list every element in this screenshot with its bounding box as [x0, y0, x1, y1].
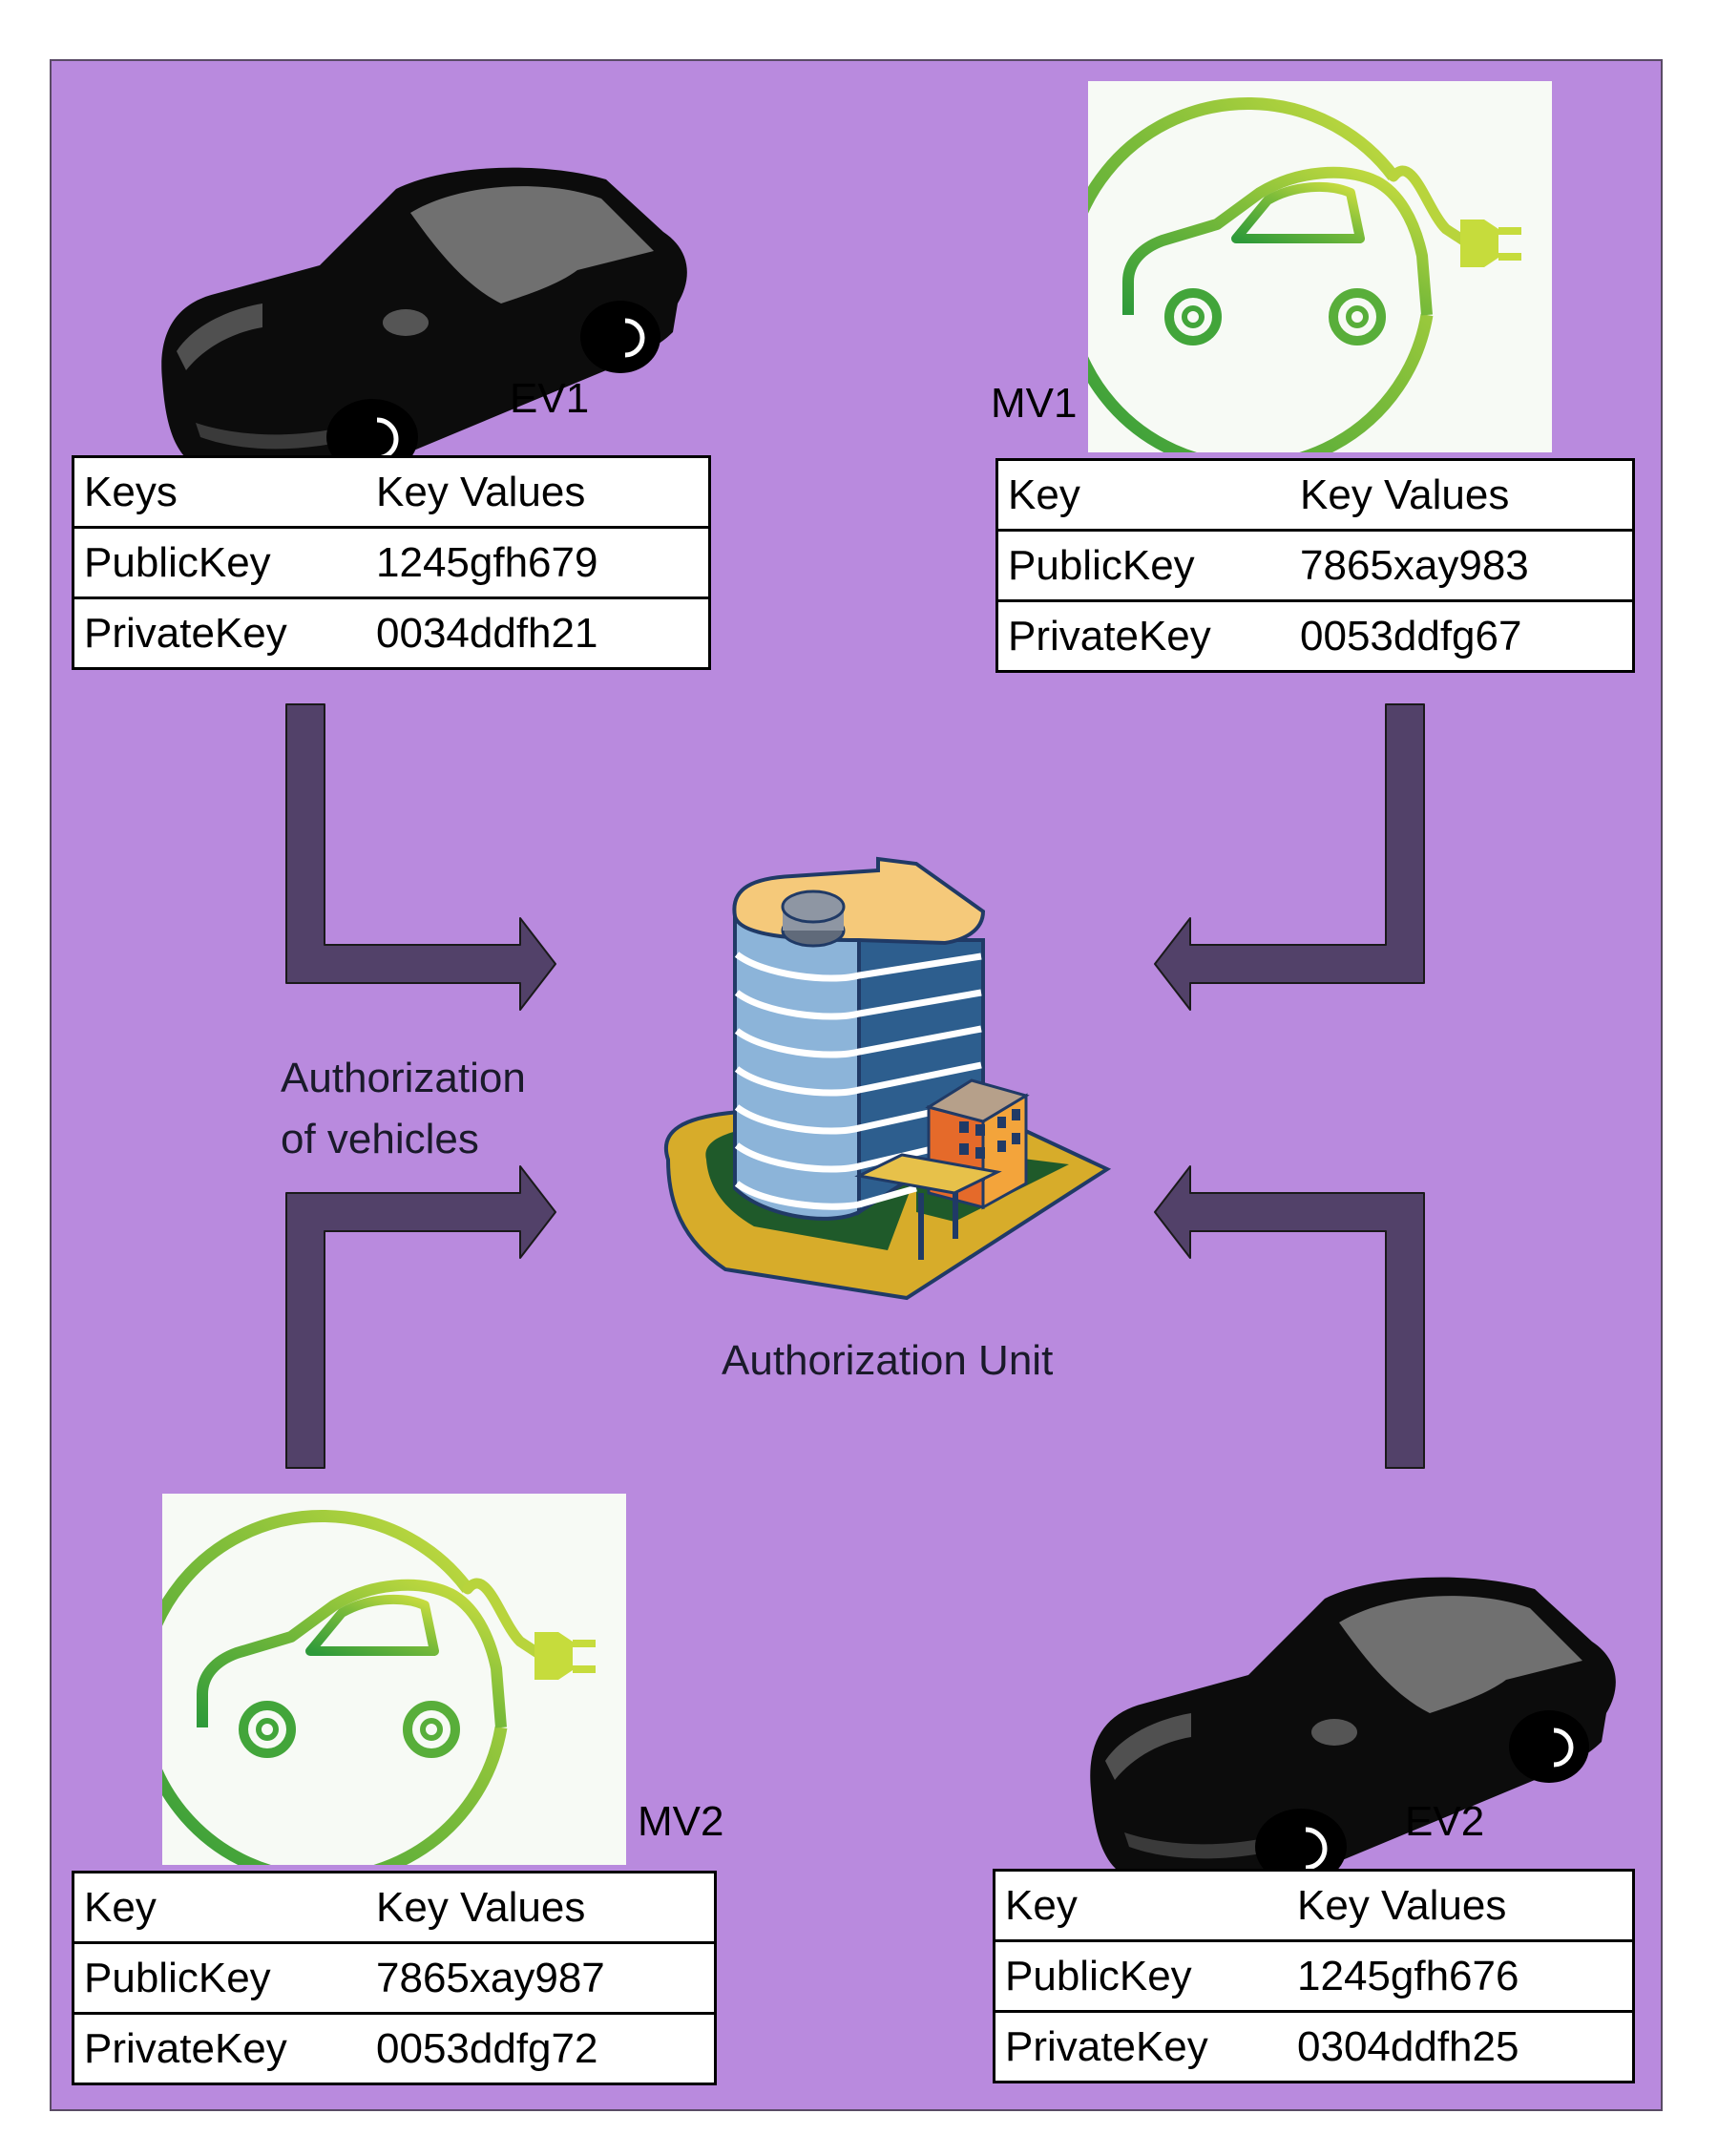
key-name-cell: PublicKey	[994, 1939, 1288, 2012]
key-name-cell: PrivateKey	[994, 2010, 1288, 2083]
key-name-cell: PublicKey	[73, 1941, 367, 2014]
mv2-key-table: Key Key Values PublicKey 7865xay987 Priv…	[72, 1871, 717, 2085]
header-cell-value: Key Values	[1300, 471, 1510, 518]
key-name-cell: PublicKey	[996, 529, 1290, 601]
key-value-cell: 1245gfh679	[367, 526, 710, 598]
table-header-row: Key Key Values	[997, 460, 1634, 531]
ev1-key-table: Keys Key Values PublicKey 1245gfh679 Pri…	[72, 455, 711, 670]
key-name-cell: PrivateKey	[73, 2012, 367, 2084]
mv1-label: MV1	[991, 380, 1078, 427]
header-cell-value: Key Values	[1297, 1881, 1507, 1929]
ev-charging-logo-icon	[162, 1517, 596, 1865]
mv2-label: MV2	[638, 1798, 724, 1845]
arrow-mv2-to-center	[285, 1165, 556, 1469]
ev2-label: EV2	[1405, 1798, 1485, 1845]
ev1-label: EV1	[510, 375, 590, 422]
mv1-logo	[1088, 81, 1552, 452]
arrow-ev2-to-center	[1154, 1165, 1425, 1469]
header-cell-key: Key	[84, 1883, 157, 1931]
header-cell-value: Key Values	[376, 1883, 586, 1931]
table-header-row: Keys Key Values	[73, 457, 710, 528]
ev2-key-table: Key Key Values PublicKey 1245gfh676 Priv…	[993, 1869, 1635, 2083]
header-cell-key: Keys	[84, 468, 178, 515]
arrow-mv1-to-center	[1154, 703, 1425, 1011]
table-header-row: Key Key Values	[995, 1871, 1634, 1941]
mv2-logo	[162, 1494, 626, 1865]
key-value-cell: 0053ddfg72	[367, 2012, 716, 2084]
office-building-icon	[664, 856, 1112, 1301]
edge-label: Authorization of vehicles	[281, 1048, 526, 1170]
key-value-cell: 7865xay987	[367, 1941, 716, 2014]
table-row: PublicKey 7865xay983	[996, 529, 1634, 601]
key-value-cell: 1245gfh676	[1288, 1939, 1634, 2012]
ev-car-icon	[1090, 1578, 1616, 1890]
key-name-cell: PublicKey	[73, 526, 367, 598]
key-name-cell: PrivateKey	[73, 597, 367, 669]
table-header-row: Key Key Values	[73, 1873, 716, 1943]
table-row: PrivateKey 0053ddfg67	[996, 599, 1634, 672]
table-row: PublicKey 7865xay987	[73, 1941, 716, 2014]
header-cell-value: Key Values	[376, 468, 586, 515]
key-value-cell: 0053ddfg67	[1290, 599, 1634, 672]
table-row: PrivateKey 0053ddfg72	[73, 2012, 716, 2084]
arrow-ev1-to-center	[285, 703, 556, 1011]
edge-label-line-1: Authorization	[281, 1055, 526, 1101]
key-name-cell: PrivateKey	[996, 599, 1290, 672]
ev-car-icon	[161, 168, 687, 480]
table-row: PrivateKey 0034ddfh21	[73, 597, 710, 669]
key-value-cell: 0304ddfh25	[1288, 2010, 1634, 2083]
edge-label-line-2: of vehicles	[281, 1116, 479, 1162]
header-cell-key: Key	[1008, 471, 1080, 518]
table-row: PublicKey 1245gfh676	[994, 1939, 1634, 2012]
table-row: PublicKey 1245gfh679	[73, 526, 710, 598]
ev-charging-logo-icon	[1088, 104, 1521, 452]
key-value-cell: 0034ddfh21	[367, 597, 710, 669]
authorization-unit-label: Authorization Unit	[722, 1337, 1054, 1384]
key-value-cell: 7865xay983	[1290, 529, 1634, 601]
table-row: PrivateKey 0304ddfh25	[994, 2010, 1634, 2083]
mv1-key-table: Key Key Values PublicKey 7865xay983 Priv…	[995, 458, 1635, 673]
header-cell-key: Key	[1005, 1881, 1078, 1929]
